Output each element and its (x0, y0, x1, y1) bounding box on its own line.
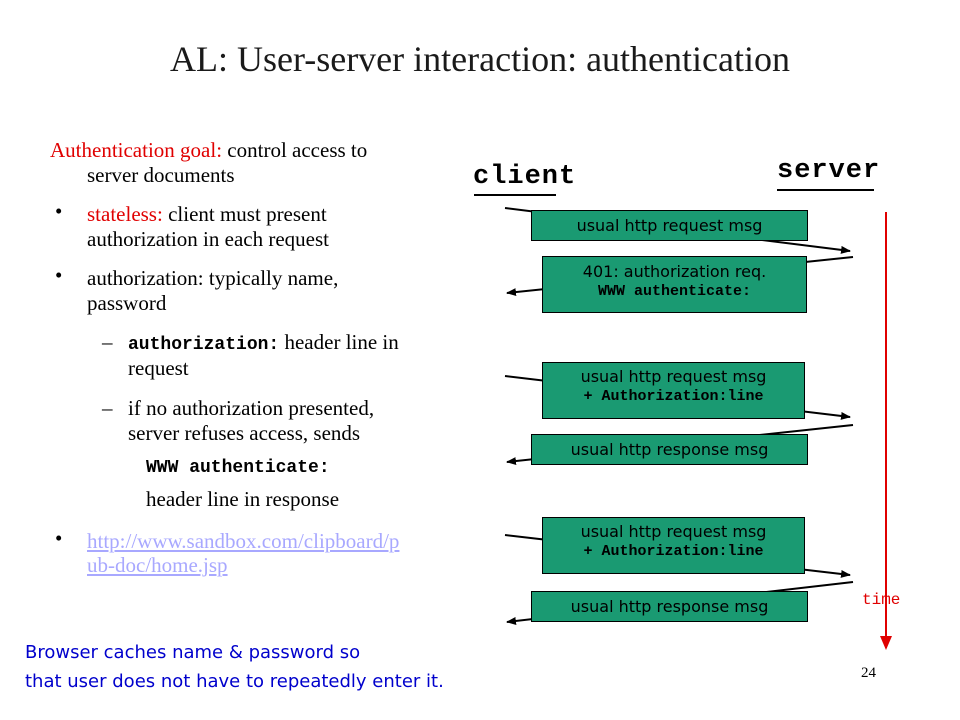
authorization-text-1: authorization: typically name, (87, 266, 339, 290)
message-4-text: usual http response msg (570, 440, 769, 459)
time-label: time (862, 591, 901, 609)
bullet-marker: • (55, 526, 63, 550)
message-2-code: WWW authenticate: (597, 283, 752, 300)
bullet-marker: • (55, 263, 63, 287)
authorization-code: authorization: (128, 335, 280, 355)
sub-bullet-2-text-2: server refuses access, sends (128, 421, 361, 445)
message-6-text: usual http response msg (570, 597, 769, 616)
message-3-text: usual http request msg (580, 367, 767, 386)
browser-cache-note: Browser caches name & password so that u… (25, 638, 444, 696)
authorization-text-2: password (87, 291, 167, 315)
note-line-1: Browser caches name & password so (25, 642, 361, 663)
note-line-2: that user does not have to repeatedly en… (25, 671, 444, 692)
sub-bullet-2-text-3: header line in response (146, 487, 340, 511)
goal-line-1: Authentication goal: control access to (50, 138, 367, 162)
sandbox-link-line-1[interactable]: http://www.sandbox.com/clipboard/p (87, 529, 400, 553)
message-5-code: + Authorization:line (583, 543, 764, 560)
message-box-2: 401: authorization req. WWW authenticate… (542, 256, 807, 313)
message-box-1: usual http request msg (531, 210, 808, 241)
sub-bullet-1-text-2: request (128, 356, 189, 380)
message-box-5: usual http request msg + Authorization:l… (542, 517, 805, 574)
dash-marker: – (102, 330, 113, 354)
dash-marker: – (102, 396, 113, 420)
sub-bullet-1-text: header line in (279, 330, 399, 354)
message-box-3: usual http request msg + Authorization:l… (542, 362, 805, 419)
message-box-4: usual http response msg (531, 434, 808, 465)
stateless-label: stateless: (87, 202, 163, 226)
sub-bullet-2-text-1: if no authorization presented, (128, 396, 375, 420)
goal-label: Authentication goal: (50, 138, 223, 162)
sandbox-link-line-2[interactable]: ub-doc/home.jsp (87, 553, 228, 577)
message-box-6: usual http response msg (531, 591, 808, 622)
bullet-stateless-line-1: stateless: client must present (87, 202, 327, 226)
client-label: client (473, 162, 577, 192)
bullet-marker: • (55, 199, 63, 223)
message-5-text: usual http request msg (580, 522, 767, 541)
www-authenticate-code: WWW authenticate: (146, 458, 330, 478)
goal-text-1: control access to (222, 138, 368, 162)
message-2-text: 401: authorization req. (582, 262, 767, 281)
server-label: server (777, 156, 881, 186)
goal-text-2: server documents (87, 163, 235, 187)
slide-title: AL: User-server interaction: authenticat… (169, 39, 791, 79)
stateless-text-2: authorization in each request (87, 227, 329, 251)
message-1-text: usual http request msg (576, 216, 763, 235)
sub-bullet-1-line-1: authorization: header line in (128, 330, 399, 357)
message-3-code: + Authorization:line (583, 388, 764, 405)
stateless-text-1: client must present (162, 202, 327, 226)
page-number: 24 (861, 665, 876, 681)
